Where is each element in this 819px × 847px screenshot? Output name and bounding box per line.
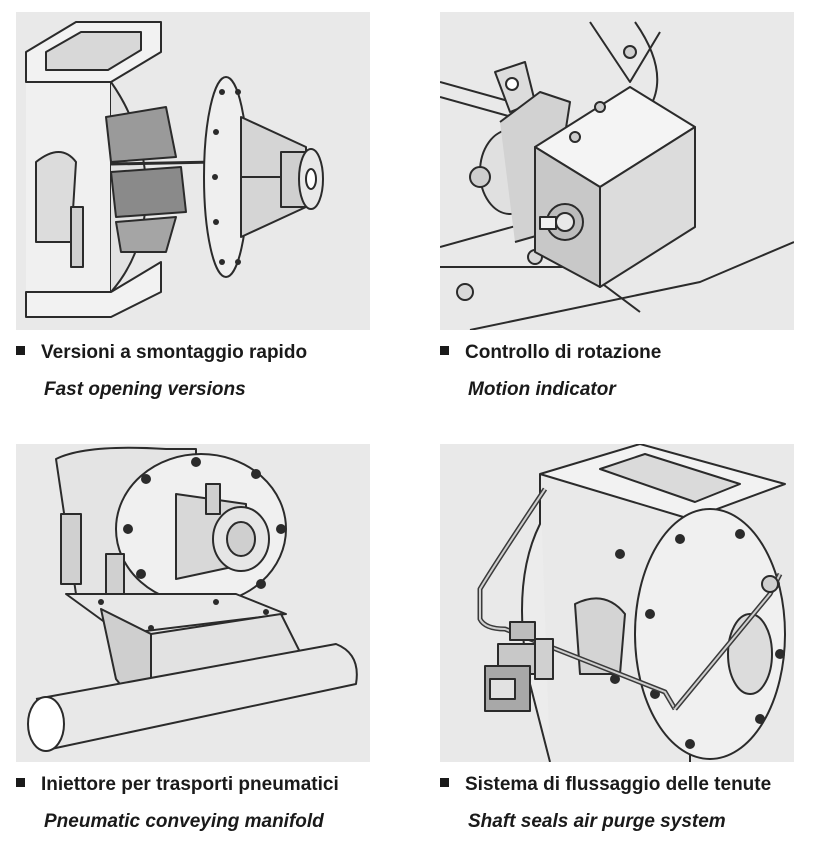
feature-title-it: Sistema di flussaggio delle tenute bbox=[440, 774, 771, 796]
feature-card-fast-opening: Versioni a smontaggio rapido Fast openin… bbox=[16, 12, 370, 407]
feature-title-en: Shaft seals air purge system bbox=[468, 811, 726, 832]
square-bullet-icon bbox=[16, 778, 25, 787]
rotary-valve-air-purge-illustration bbox=[440, 444, 794, 762]
feature-card-motion-indicator: Controllo di rotazione Motion indicator bbox=[440, 12, 794, 407]
feature-card-air-purge: Sistema di flussaggio delle tenute Shaft… bbox=[440, 444, 794, 839]
square-bullet-icon bbox=[440, 778, 449, 787]
feature-title-it: Versioni a smontaggio rapido bbox=[16, 342, 307, 364]
feature-title-it: Iniettore per trasporti pneumatici bbox=[16, 774, 339, 796]
rotary-valve-motion-indicator-illustration bbox=[440, 12, 794, 330]
square-bullet-icon bbox=[16, 346, 25, 355]
feature-title-it: Controllo di rotazione bbox=[440, 342, 661, 364]
feature-title-en: Motion indicator bbox=[468, 379, 616, 400]
rotary-valve-fast-opening-illustration bbox=[16, 12, 370, 330]
feature-title-en: Pneumatic conveying manifold bbox=[44, 811, 324, 832]
square-bullet-icon bbox=[440, 346, 449, 355]
rotary-valve-conveying-manifold-illustration bbox=[16, 444, 370, 762]
feature-title-en: Fast opening versions bbox=[44, 379, 246, 400]
feature-card-conveying-manifold: Iniettore per trasporti pneumatici Pneum… bbox=[16, 444, 370, 839]
